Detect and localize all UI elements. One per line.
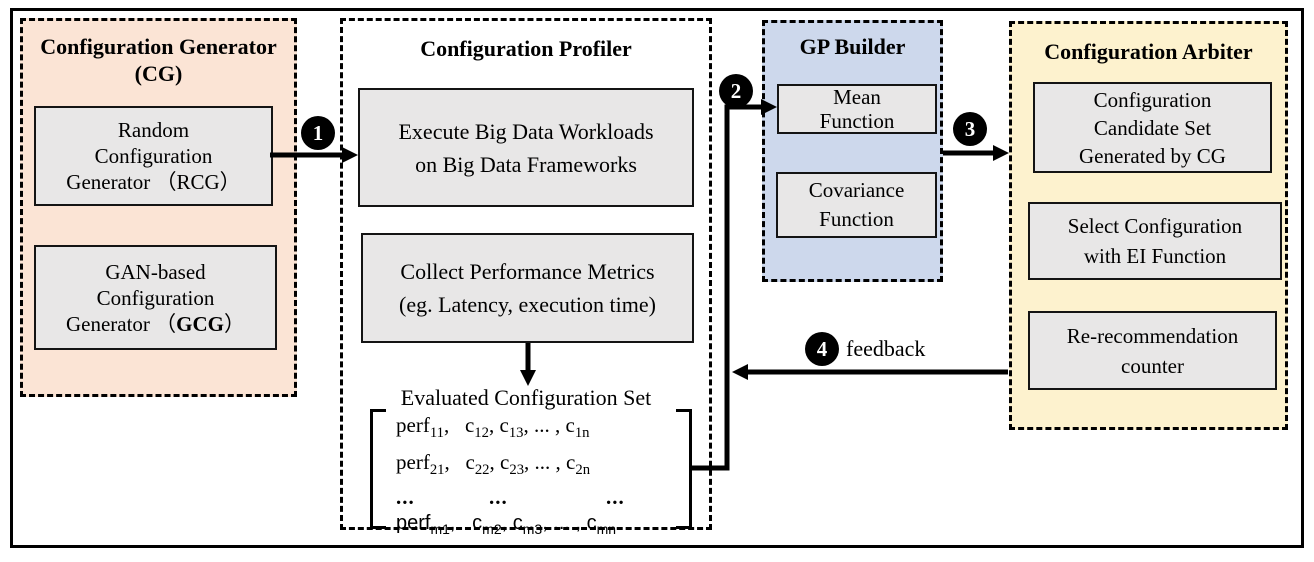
execute-line1: Execute Big Data Workloads — [398, 118, 654, 144]
rcg-line3: Generator （RCG） — [66, 170, 241, 194]
matrix-right-bracket — [676, 409, 692, 529]
covariance-line1: Covariance — [808, 178, 905, 202]
feedback-label: feedback — [846, 336, 926, 361]
candidate-line1: Configuration — [1093, 87, 1212, 112]
box-mean-function: Mean Function — [777, 84, 937, 134]
panel-gp-builder: GP Builder Mean Function Covariance Func… — [762, 20, 943, 282]
candidate-line2: Candidate Set — [1093, 115, 1212, 140]
step-1-badge-icon: 1 — [301, 116, 335, 150]
box-rerecommendation-counter: Re-recommendation counter — [1028, 311, 1277, 390]
matrix-row-ellipsis: ......... — [396, 485, 678, 509]
rcg-line2: Configuration — [94, 144, 213, 168]
box-select-configuration: Select Configuration with EI Function — [1028, 202, 1282, 280]
evaluated-configuration-set-label: Evaluated Configuration Set — [400, 385, 652, 410]
panel-configuration-generator: Configuration Generator (CG) Random Conf… — [20, 18, 297, 397]
candidate-line3: Generated by CG — [1079, 143, 1226, 168]
gcg-line3-suffix: ） — [224, 311, 246, 336]
cg-title-line1: Configuration Generator — [40, 34, 277, 59]
gcg-line3-acronym: GCG — [176, 311, 225, 336]
box-covariance-function: Covariance Function — [776, 172, 937, 238]
select-line2: with EI Function — [1083, 244, 1227, 268]
cg-title-line2: (CG) — [134, 61, 183, 86]
collect-line2: (eg. Latency, execution time) — [399, 292, 656, 317]
gcg-line3-prefix: Generator （ — [65, 311, 177, 336]
matrix-row-m: perfm1, cm2, cm3, ... , cmn — [396, 512, 617, 538]
covariance-line2: Function — [819, 207, 894, 231]
counter-line2: counter — [1121, 353, 1184, 378]
box-gan-based-configuration-generator: GAN-based Configuration Generator （GCG） — [34, 245, 277, 350]
gcg-line3: Generator （GCG） — [66, 311, 245, 337]
collect-line1: Collect Performance Metrics — [400, 259, 655, 284]
mean-line1: Mean — [833, 85, 881, 109]
box-collect-metrics: Collect Performance Metrics (eg. Latency… — [361, 233, 694, 343]
counter-line1: Re-recommendation — [1066, 323, 1239, 348]
execute-line2: on Big Data Frameworks — [415, 151, 637, 177]
matrix-row-1: perf11, c12, c13, ... , c1n — [396, 413, 590, 442]
matrix-left-bracket — [370, 409, 386, 529]
profiler-panel-title: Configuration Profiler — [420, 36, 632, 61]
box-random-configuration-generator: Random Configuration Generator （RCG） — [34, 106, 273, 206]
step-3-badge-icon: 3 — [953, 112, 987, 146]
box-configuration-candidate-set: Configuration Candidate Set Generated by… — [1033, 82, 1272, 173]
cg-panel-title: Configuration Generator (CG) — [23, 33, 294, 87]
ellipsis-3: ... — [606, 485, 625, 510]
ellipsis-2: ... — [489, 485, 508, 510]
panel-configuration-profiler: Configuration Profiler Execute Big Data … — [340, 18, 712, 537]
rcg-line1: Random — [117, 118, 190, 142]
gp-panel-title: GP Builder — [799, 34, 906, 59]
matrix-row-2: perf21, c22, c23, ... , c2n — [396, 450, 591, 479]
mean-line2: Function — [819, 109, 895, 133]
select-line1: Select Configuration — [1067, 214, 1243, 238]
step-4-badge-icon: 4 — [805, 332, 839, 366]
gcg-line1: GAN-based — [105, 259, 206, 284]
panel-configuration-arbiter: Configuration Arbiter Configuration Cand… — [1009, 21, 1288, 430]
gcg-line2: Configuration — [96, 285, 215, 310]
ellipsis-1: ... — [396, 485, 415, 510]
arbiter-panel-title: Configuration Arbiter — [1044, 39, 1253, 64]
evaluated-configuration-matrix: perf11, c12, c13, ... , c1n perf21, c22,… — [396, 411, 678, 544]
step-2-badge-icon: 2 — [719, 74, 753, 108]
box-execute-workloads: Execute Big Data Workloads on Big Data F… — [358, 88, 694, 207]
